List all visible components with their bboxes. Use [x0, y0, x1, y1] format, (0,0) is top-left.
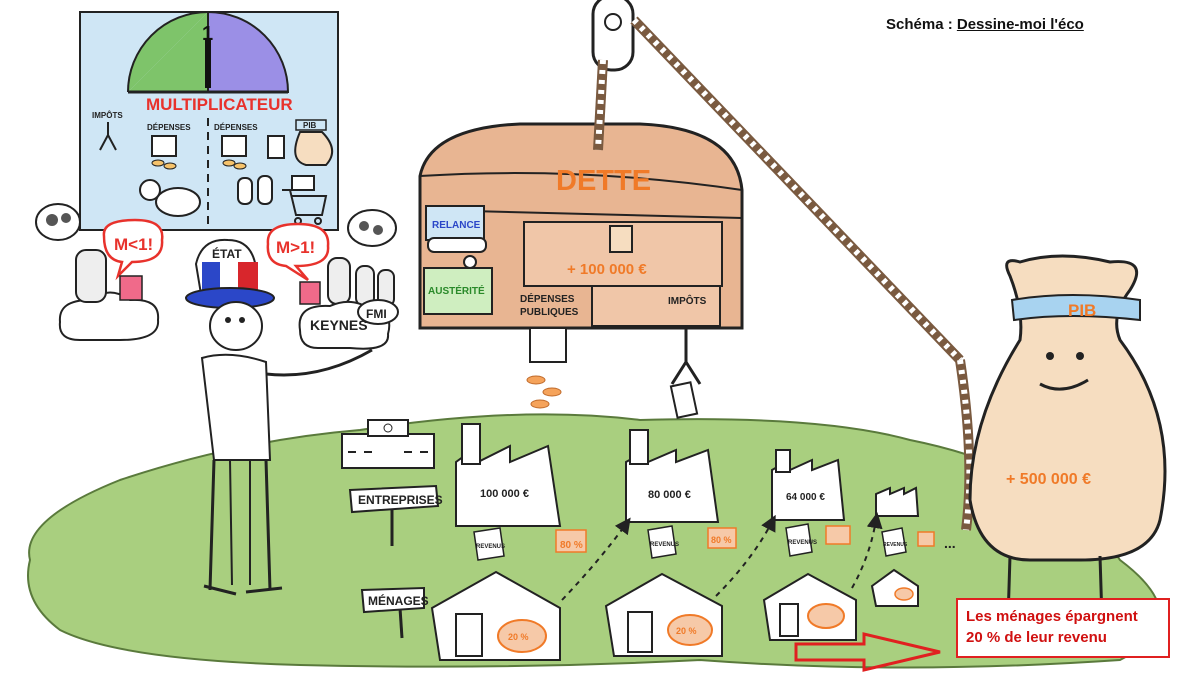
caption-link[interactable]: Dessine-moi l'éco: [956, 16, 1084, 33]
depenses-publiques-line1: DÉPENSES: [520, 292, 575, 305]
factory-3-amount: 64 000 €: [786, 492, 825, 503]
menages-sign: MÉNAGES: [360, 586, 429, 639]
coin-dispenser-right-icon: [221, 135, 247, 170]
impots-label: IMPÔTS: [92, 111, 123, 120]
entreprises-sign: ENTREPRISES: [348, 484, 443, 546]
lever-icon: [427, 237, 487, 253]
factory-2: 80 000 €: [625, 429, 720, 523]
house-1: 20 %: [430, 570, 561, 661]
chest-amount: + 100 000 €: [567, 261, 647, 278]
house-2: 20 %: [604, 572, 723, 657]
svg-text:ENTREPRISES: ENTREPRISES: [358, 493, 443, 507]
factory-1: 100 000 €: [455, 423, 562, 527]
coin-pipe-icon: [529, 327, 567, 363]
cart-80-1: 80 %: [555, 529, 587, 553]
caption: Schéma : Dessine-moi l'éco: [886, 16, 1084, 33]
keynes-fmi-group: KEYNES FMI: [298, 257, 399, 350]
svg-text:REVENUS: REVENUS: [650, 542, 679, 548]
note-line-1: Les ménages épargnent: [966, 608, 1138, 625]
caption-prefix: Schéma :: [886, 16, 957, 33]
keynes-label: KEYNES: [310, 317, 368, 333]
tax-claw-icon: [669, 328, 702, 419]
svg-text:80 %: 80 %: [711, 535, 732, 545]
piggy-bank-3-icon: [807, 603, 845, 629]
money-icon: [267, 135, 285, 159]
note-line-2: 20 % de leur revenu: [966, 629, 1107, 646]
austerite-label: AUSTÉRITÉ: [428, 284, 485, 297]
svg-text:20 %: 20 %: [676, 626, 697, 636]
depenses-left-label: DÉPENSES: [147, 123, 191, 132]
debt-chest: DETTE + 100 000 € DÉPENSES PUBLIQUES IMP…: [418, 122, 744, 419]
etat-character: ÉTAT: [185, 238, 373, 596]
svg-text:REVENUS: REVENUS: [788, 540, 817, 546]
consumer-figures: [237, 175, 273, 205]
thought-bubble-left: [35, 203, 81, 241]
factory-3: 64 000 €: [771, 449, 846, 521]
savings-note: Les ménages épargnent 20 % de leur reven…: [956, 598, 1170, 658]
dette-title: DETTE: [556, 165, 651, 197]
house-3: [762, 572, 857, 641]
svg-text:80 %: 80 %: [560, 540, 583, 551]
gauge-purple-half: [207, 10, 290, 93]
note-arrow: [794, 632, 941, 672]
factory-2-amount: 80 000 €: [648, 489, 691, 501]
piggy-bank-icon: [139, 179, 201, 217]
piggy-bank-1-icon: [497, 619, 547, 653]
pulley-rope: [591, 0, 975, 531]
speech-bubble-m-less: M<1!: [102, 218, 164, 281]
pib-amount: + 500 000 €: [1006, 471, 1091, 488]
lock-icon: [609, 225, 633, 253]
town-hall-icon: [341, 419, 435, 469]
calculator-left-icon: [119, 275, 143, 301]
multiplier-title: MULTIPLICATEUR: [146, 95, 293, 114]
chest-impots-label: IMPÔTS: [668, 294, 707, 307]
shopping-cart-icon: [282, 175, 328, 225]
revenus-tag-2: REVENUS: [647, 525, 679, 559]
revenus-tag-4: REVENUS: [881, 527, 908, 557]
flow-arrows: [561, 512, 883, 601]
pib-mini-bag-icon: PIB: [294, 119, 333, 166]
calculator-right-icon: [299, 281, 321, 305]
etat-label: ÉTAT: [212, 246, 242, 261]
cart-80-2: 80 %: [707, 527, 737, 549]
multiplier-panel: 1 MULTIPLICATEUR IMPÔTS DÉPENSES DÉPENSE…: [79, 10, 339, 231]
piggy-bank-2-icon: [667, 614, 713, 646]
house-4: [870, 568, 919, 607]
pib-label: PIB: [1068, 301, 1096, 320]
pessimist-character: [58, 249, 160, 341]
thought-bubble-right: [347, 209, 397, 247]
speech-bubble-m-more: M>1!: [266, 222, 330, 282]
svg-text:REVENUS: REVENUS: [476, 544, 505, 550]
svg-text:PIB: PIB: [303, 121, 317, 130]
svg-text:MÉNAGES: MÉNAGES: [368, 593, 429, 608]
revenus-tag-1: REVENUS: [473, 527, 505, 561]
svg-text:REVENUS: REVENUS: [883, 542, 908, 548]
svg-text:M>1!: M>1!: [276, 238, 315, 257]
factory-4: [875, 486, 920, 517]
claw-icon: [99, 122, 117, 151]
revenus-tag-3: REVENUS: [785, 523, 817, 557]
svg-text:20 %: 20 %: [508, 632, 529, 642]
depenses-right-label: DÉPENSES: [214, 123, 258, 132]
cart-80-4: [917, 531, 935, 547]
coin-dispenser-icon: [151, 135, 177, 170]
depenses-publiques-line2: PUBLIQUES: [520, 307, 579, 318]
ellipsis: ...: [944, 535, 956, 551]
svg-text:M<1!: M<1!: [114, 235, 153, 254]
factory-1-amount: 100 000 €: [480, 488, 529, 500]
relance-label: RELANCE: [432, 220, 481, 231]
gauge-number: 1: [202, 23, 213, 45]
fmi-label: FMI: [366, 307, 387, 321]
cart-80-3: [825, 525, 851, 545]
